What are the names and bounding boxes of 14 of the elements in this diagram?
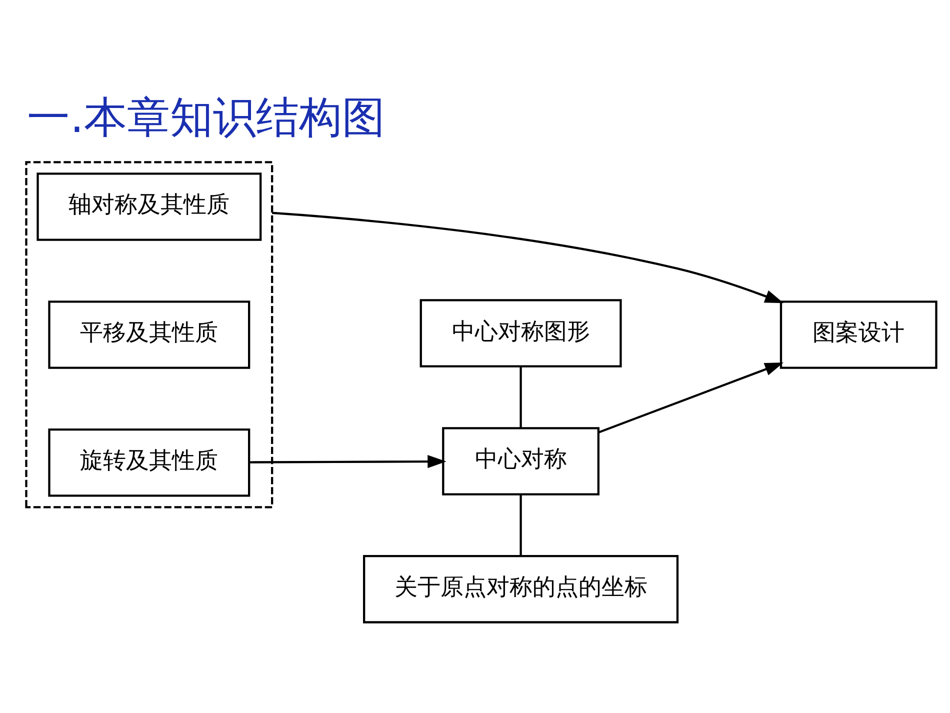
node-box: 旋转及其性质 — [48, 428, 250, 496]
node-box: 平移及其性质 — [48, 300, 250, 368]
diagram-title: 一.本章知识结构图 — [26, 92, 384, 143]
node-box: 关于原点对称的点的坐标 — [362, 554, 678, 623]
node-box: 图案设计 — [779, 300, 937, 368]
arrow — [598, 362, 784, 433]
node-box: 中心对称图形 — [419, 298, 622, 367]
connector — [519, 366, 522, 428]
node-box: 中心对称 — [442, 426, 599, 495]
node-box: 轴对称及其性质 — [36, 172, 262, 240]
cluster — [24, 160, 273, 508]
arrow — [248, 454, 446, 468]
connector — [519, 494, 522, 556]
arrow — [272, 211, 784, 303]
